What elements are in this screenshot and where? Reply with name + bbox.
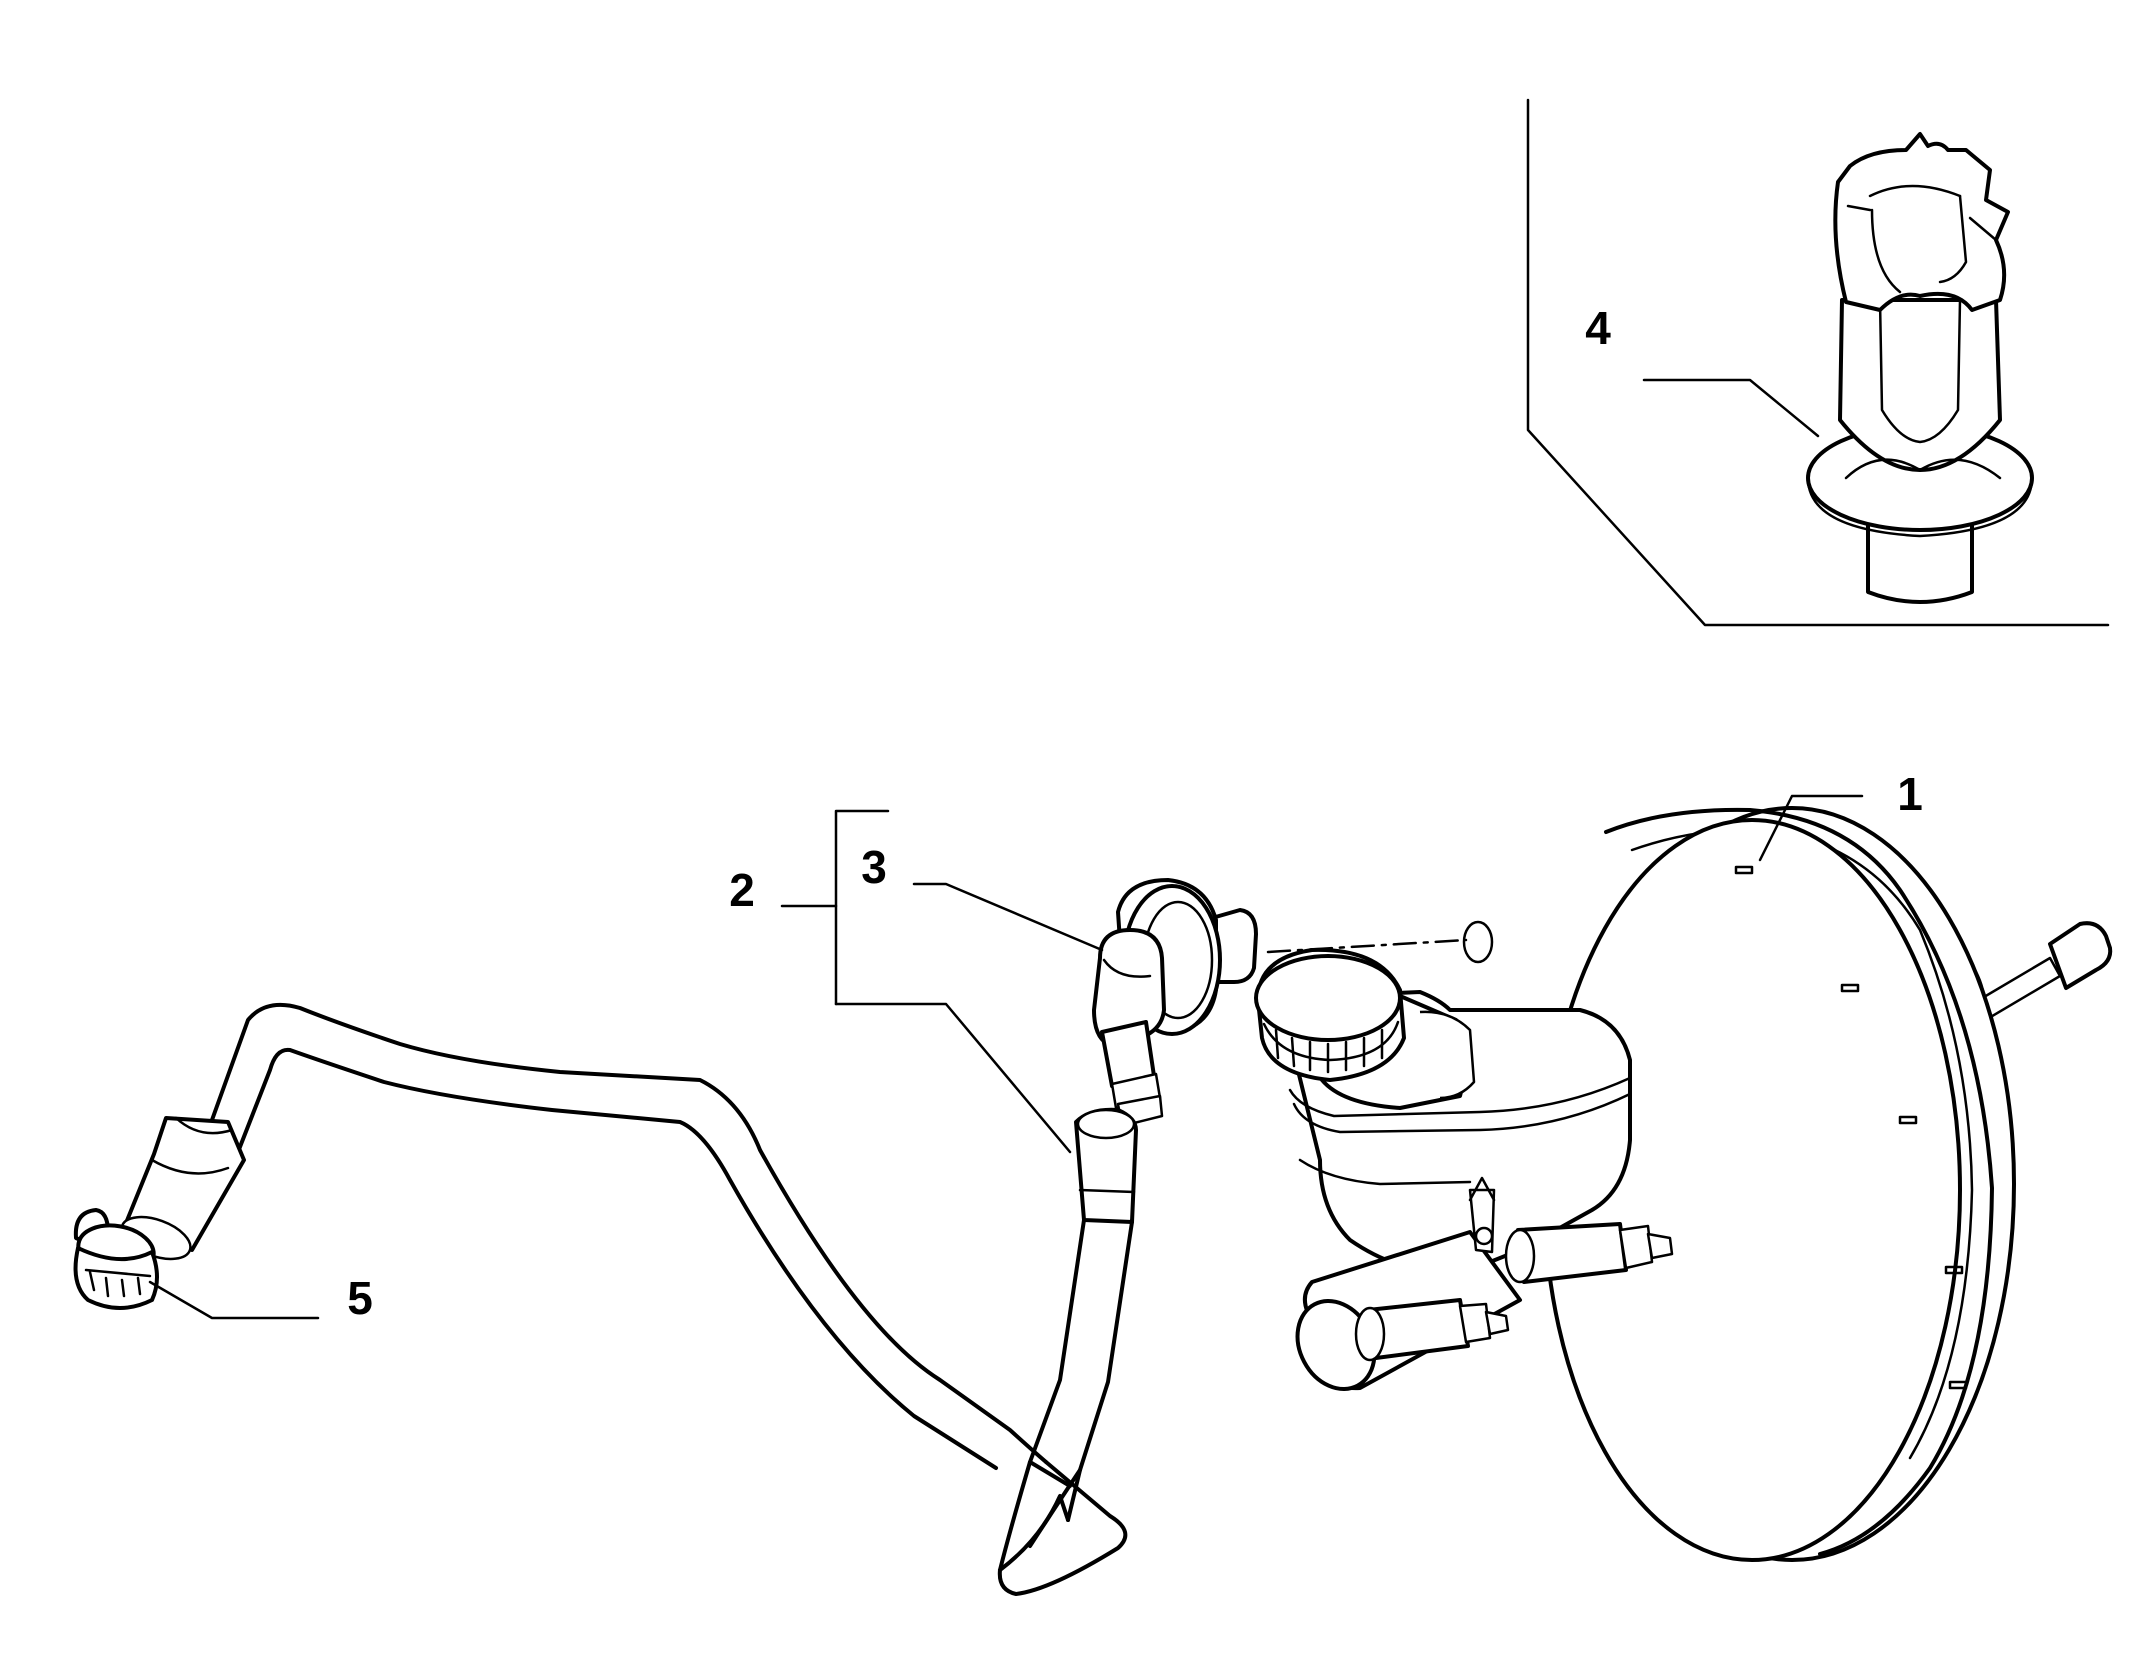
detail-inset-frame (1526, 98, 2110, 627)
part-4-hose-clip (1806, 132, 2034, 604)
part-2-vacuum-hose (120, 1003, 1138, 1596)
part-1-brake-servo (1254, 806, 2113, 1562)
part-5-hose-clamp (73, 1208, 159, 1310)
callout-2: 2 (729, 864, 755, 916)
callout-5: 5 (347, 1272, 373, 1324)
part-3-check-valve (1092, 878, 1258, 1128)
outlet-rear (1354, 1298, 1510, 1362)
callout-1: 1 (1897, 768, 1923, 820)
outlet-front (1504, 1222, 1674, 1284)
leader-lines (148, 378, 1864, 1320)
callout-3: 3 (861, 841, 887, 893)
callout-4: 4 (1585, 302, 1611, 354)
